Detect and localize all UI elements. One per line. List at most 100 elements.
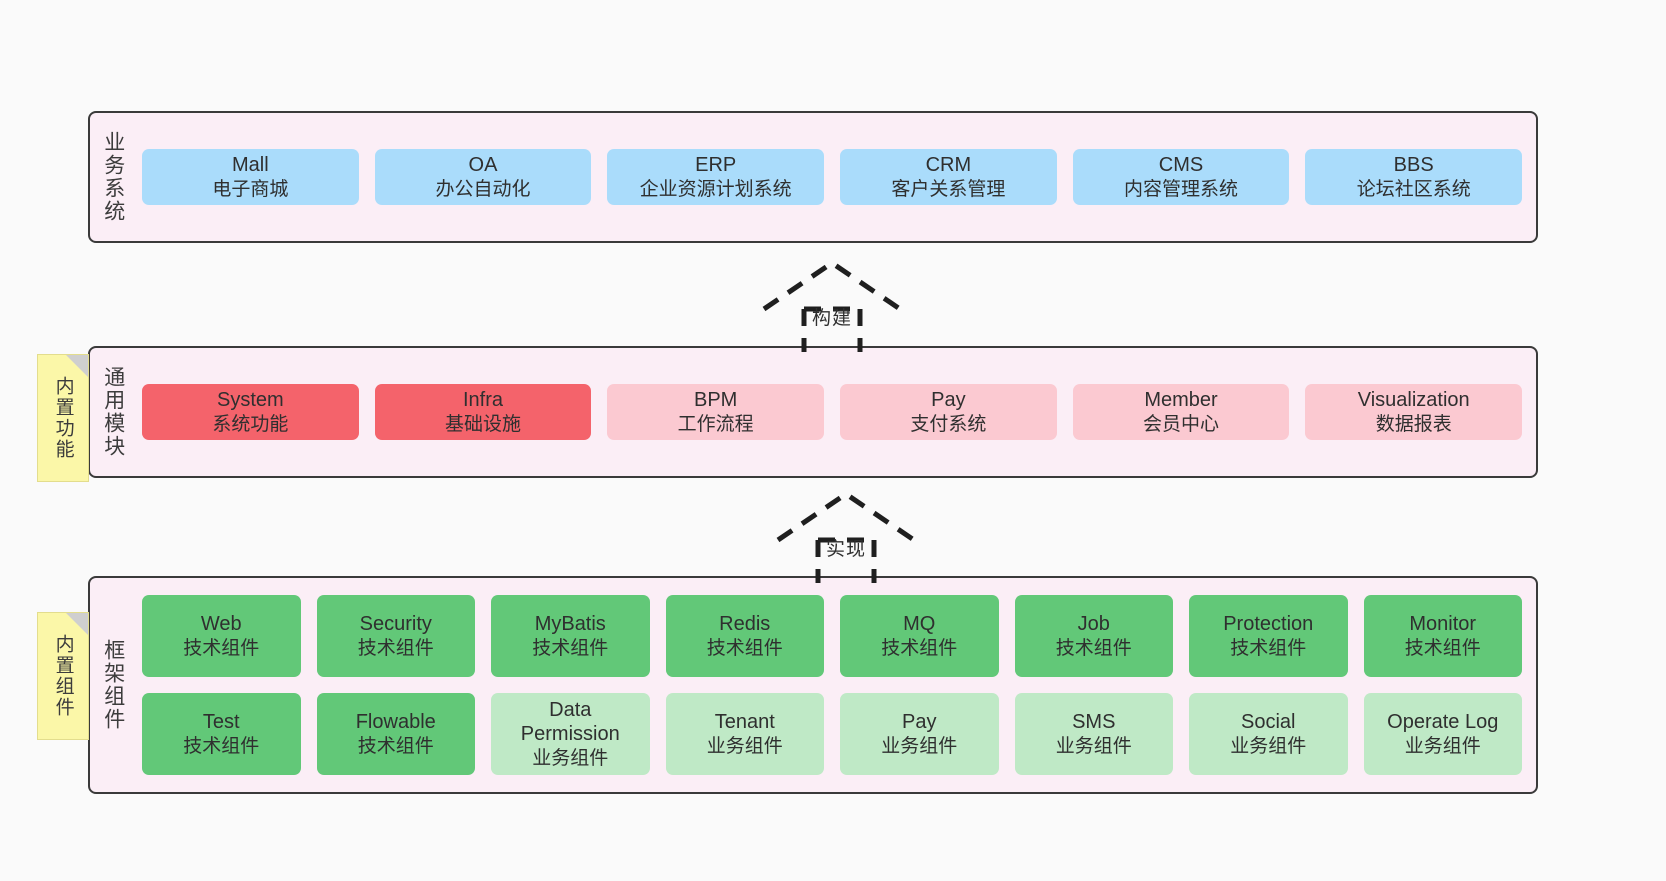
node-title: Pay <box>931 389 966 412</box>
node-title: OA <box>468 154 498 177</box>
node-row: System 系统功能 Infra 基础设施 BPM 工作流程 Pay 支付系统… <box>142 384 1523 440</box>
node-monitor[interactable]: Monitor 技术组件 <box>1363 595 1522 677</box>
node-oa[interactable]: OA 办公自动化 <box>374 149 592 205</box>
node-title: Job <box>1077 613 1110 636</box>
node-title: Member <box>1144 389 1218 412</box>
node-title: Social <box>1241 711 1296 734</box>
node-security[interactable]: Security 技术组件 <box>316 595 475 677</box>
node-title: Security <box>359 613 432 636</box>
node-subtitle: 支付系统 <box>910 413 987 435</box>
node-subtitle: 技术组件 <box>1404 637 1481 659</box>
layer-common-modules: 通用模块 System 系统功能 Infra 基础设施 BPM 工作流程 Pay… <box>88 346 1538 478</box>
node-title: MyBatis <box>534 613 606 636</box>
node-subtitle: 工作流程 <box>677 413 754 435</box>
node-title: MQ <box>903 613 936 636</box>
node-title: Monitor <box>1409 613 1477 636</box>
node-subtitle: 论坛社区系统 <box>1356 178 1471 200</box>
node-job[interactable]: Job 技术组件 <box>1014 595 1173 677</box>
node-title: Redis <box>719 613 771 636</box>
node-subtitle: 技术组件 <box>532 637 609 659</box>
node-subtitle: 业务组件 <box>1055 735 1132 757</box>
node-subtitle: 业务组件 <box>881 735 958 757</box>
sticky-note-builtin-components: 内置组件 <box>37 612 89 740</box>
node-web[interactable]: Web 技术组件 <box>142 595 301 677</box>
node-subtitle: 技术组件 <box>183 735 260 757</box>
node-row: Test 技术组件 Flowable 技术组件 Data Permission … <box>142 693 1522 775</box>
node-mybatis[interactable]: MyBatis 技术组件 <box>491 595 650 677</box>
node-title: Test <box>202 711 240 734</box>
node-subtitle: 基础设施 <box>445 413 522 435</box>
node-subtitle: 企业资源计划系统 <box>639 178 792 200</box>
node-subtitle: 技术组件 <box>357 735 434 757</box>
node-subtitle: 技术组件 <box>1055 637 1132 659</box>
node-subtitle: 系统功能 <box>212 413 289 435</box>
node-subtitle: 客户关系管理 <box>891 178 1006 200</box>
sticky-note-label: 内置组件 <box>52 634 74 718</box>
node-title: Flowable <box>355 711 436 734</box>
node-subtitle: 技术组件 <box>1230 637 1307 659</box>
layer-framework-components: 框架组件 Web 技术组件 Security 技术组件 MyBatis 技术组件… <box>88 576 1538 794</box>
node-title: Visualization <box>1357 389 1470 412</box>
sticky-note-builtin-features: 内置功能 <box>37 354 89 482</box>
layer-body-common-modules: System 系统功能 Infra 基础设施 BPM 工作流程 Pay 支付系统… <box>136 348 1536 476</box>
node-crm[interactable]: CRM 客户关系管理 <box>840 149 1057 205</box>
node-mq[interactable]: MQ 技术组件 <box>840 595 999 677</box>
node-subtitle: 技术组件 <box>881 637 958 659</box>
node-title: Tenant <box>714 711 775 734</box>
node-erp[interactable]: ERP 企业资源计划系统 <box>607 149 825 205</box>
node-social[interactable]: Social 业务组件 <box>1189 693 1348 775</box>
node-pay-business[interactable]: Pay 业务组件 <box>840 693 999 775</box>
node-subtitle: 数据报表 <box>1375 413 1452 435</box>
node-bbs[interactable]: BBS 论坛社区系统 <box>1305 149 1523 205</box>
layer-label-business-systems: 业务系统 <box>101 131 125 223</box>
node-system[interactable]: System 系统功能 <box>142 384 359 440</box>
layer-label-common-modules: 通用模块 <box>101 366 125 458</box>
node-redis[interactable]: Redis 技术组件 <box>665 595 824 677</box>
node-row: Mall 电子商城 OA 办公自动化 ERP 企业资源计划系统 CRM 客户关系… <box>142 149 1523 205</box>
node-title: Protection <box>1223 613 1314 636</box>
node-flowable[interactable]: Flowable 技术组件 <box>316 693 475 775</box>
node-subtitle: 技术组件 <box>183 637 260 659</box>
node-pay[interactable]: Pay 支付系统 <box>840 384 1057 440</box>
node-title: System <box>216 389 284 412</box>
node-bpm[interactable]: BPM 工作流程 <box>607 384 825 440</box>
node-sms[interactable]: SMS 业务组件 <box>1014 693 1173 775</box>
node-title: BPM <box>694 389 738 412</box>
node-title: Infra <box>462 389 504 412</box>
node-cms[interactable]: CMS 内容管理系统 <box>1072 149 1290 205</box>
connector-implement: 实现 <box>766 488 926 583</box>
node-member[interactable]: Member 会员中心 <box>1072 384 1290 440</box>
node-title: SMS <box>1072 711 1116 734</box>
node-test[interactable]: Test 技术组件 <box>142 693 301 775</box>
node-title: Web <box>200 613 242 636</box>
node-subtitle: 内容管理系统 <box>1124 178 1239 200</box>
layer-body-business-systems: Mall 电子商城 OA 办公自动化 ERP 企业资源计划系统 CRM 客户关系… <box>136 113 1536 241</box>
connector-build-label: 构建 <box>811 308 853 329</box>
node-subtitle: 电子商城 <box>212 178 289 200</box>
layer-label-framework-components: 框架组件 <box>101 639 125 731</box>
node-title: CRM <box>925 154 972 177</box>
node-subtitle: 会员中心 <box>1143 413 1220 435</box>
node-data-permission[interactable]: Data Permission 业务组件 <box>491 693 650 775</box>
node-title: CMS <box>1158 154 1204 177</box>
node-protection[interactable]: Protection 技术组件 <box>1189 595 1348 677</box>
folded-corner-icon <box>66 613 88 635</box>
node-mall[interactable]: Mall 电子商城 <box>142 149 359 205</box>
node-subtitle: 业务组件 <box>532 747 609 769</box>
node-subtitle: 技术组件 <box>706 637 783 659</box>
node-title: Data Permission <box>520 699 620 746</box>
node-infra[interactable]: Infra 基础设施 <box>374 384 592 440</box>
node-visualization[interactable]: Visualization 数据报表 <box>1305 384 1523 440</box>
node-title: Pay <box>902 711 937 734</box>
node-title: ERP <box>695 154 737 177</box>
folded-corner-icon <box>66 355 88 377</box>
node-subtitle: 技术组件 <box>357 637 434 659</box>
node-subtitle: 办公自动化 <box>435 178 531 200</box>
node-row: Web 技术组件 Security 技术组件 MyBatis 技术组件 Redi… <box>142 595 1522 677</box>
layer-business-systems: 业务系统 Mall 电子商城 OA 办公自动化 ERP 企业资源计划系统 CRM… <box>88 111 1538 243</box>
node-operate-log[interactable]: Operate Log 业务组件 <box>1363 693 1522 775</box>
node-tenant[interactable]: Tenant 业务组件 <box>665 693 824 775</box>
node-title: BBS <box>1393 154 1434 177</box>
node-title: Mall <box>232 154 269 177</box>
